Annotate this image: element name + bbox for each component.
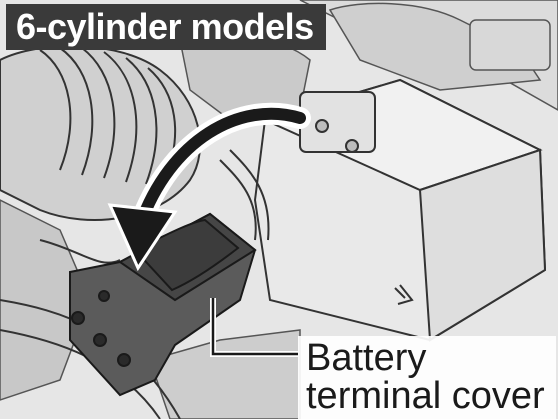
intake-hose — [0, 45, 201, 221]
figure-title: 6-cylinder models — [6, 4, 326, 50]
battery-box — [253, 78, 547, 342]
callout-line-1: Battery — [306, 337, 427, 379]
callout-line-2: terminal cover — [306, 375, 545, 417]
removal-arrow-icon — [107, 102, 311, 272]
battery-terminal-cover — [69, 212, 257, 397]
battery-terminal-cover-callout: Battery terminal cover — [298, 336, 556, 419]
